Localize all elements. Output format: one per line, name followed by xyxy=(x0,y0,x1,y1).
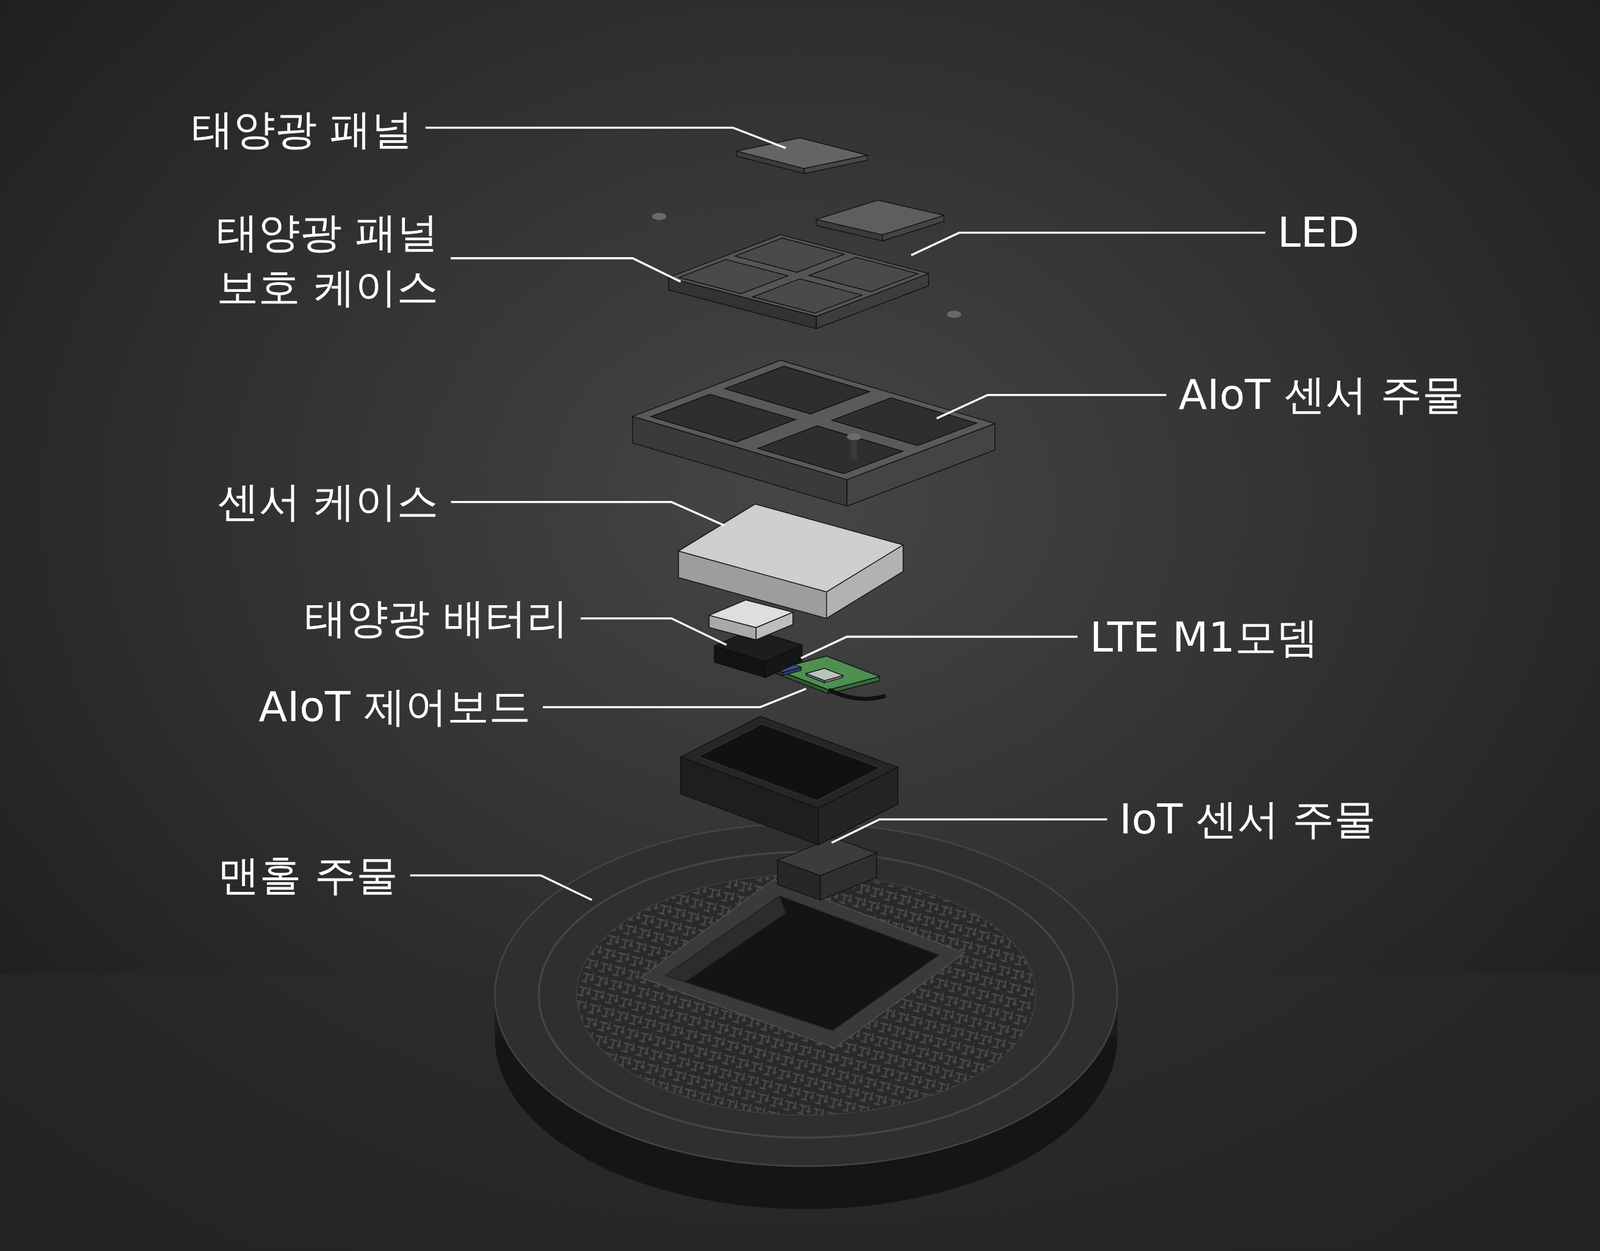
iot-sensor-casting xyxy=(777,837,877,900)
top-face xyxy=(777,837,877,876)
top-face xyxy=(632,360,995,480)
part-label: 태양광 패널 xyxy=(191,101,414,157)
leader-line xyxy=(580,618,727,646)
part-label: AIoT 제어보드 xyxy=(258,679,531,735)
leader-line xyxy=(542,688,806,708)
recess xyxy=(678,238,919,314)
led-plate xyxy=(816,199,944,241)
enclosure-interior xyxy=(698,724,880,801)
part-label: 맨홀 주물 xyxy=(217,848,398,904)
recess xyxy=(650,366,977,474)
top-face xyxy=(816,199,944,235)
opening-wall xyxy=(665,896,786,982)
top-face xyxy=(736,137,868,169)
leader-line xyxy=(451,502,725,526)
screw xyxy=(846,433,862,460)
manhole-casting xyxy=(494,823,1118,1210)
recess-cell xyxy=(831,397,977,446)
part-label: LTE M1모뎀 xyxy=(1089,609,1319,666)
screw xyxy=(947,311,962,338)
recess-cell xyxy=(735,238,845,273)
opening xyxy=(665,896,939,1032)
leader-line xyxy=(425,127,787,148)
top-face xyxy=(668,234,929,317)
recess-cell xyxy=(808,257,919,292)
sensor-case xyxy=(678,503,904,619)
part-label: 태양광 패널 보호 케이스 xyxy=(216,205,488,316)
part-label: AIoT 센서 주물 xyxy=(1178,367,1464,423)
opening-rim xyxy=(640,879,964,1049)
part-label: 태양광 배터리 xyxy=(304,590,569,646)
part-label: 센서 케이스 xyxy=(217,474,440,530)
leader-line xyxy=(450,258,681,283)
cable xyxy=(828,689,886,700)
top-face xyxy=(678,503,904,592)
part-label: LED xyxy=(1277,205,1360,261)
solar-panel xyxy=(736,137,868,174)
leader-line xyxy=(410,875,593,901)
recess-cell xyxy=(724,366,870,414)
screw xyxy=(652,212,667,239)
aiot-sensor-casting xyxy=(632,360,995,507)
modem-chip xyxy=(806,668,843,683)
leader-line xyxy=(911,232,1266,256)
leader-line xyxy=(801,636,1078,659)
leader-line xyxy=(831,819,1108,844)
leader-line xyxy=(936,395,1167,419)
top-face xyxy=(680,716,898,809)
top-face xyxy=(806,668,843,681)
part-label: IoT 센서 주물 xyxy=(1119,791,1376,847)
protection-case xyxy=(668,234,929,329)
